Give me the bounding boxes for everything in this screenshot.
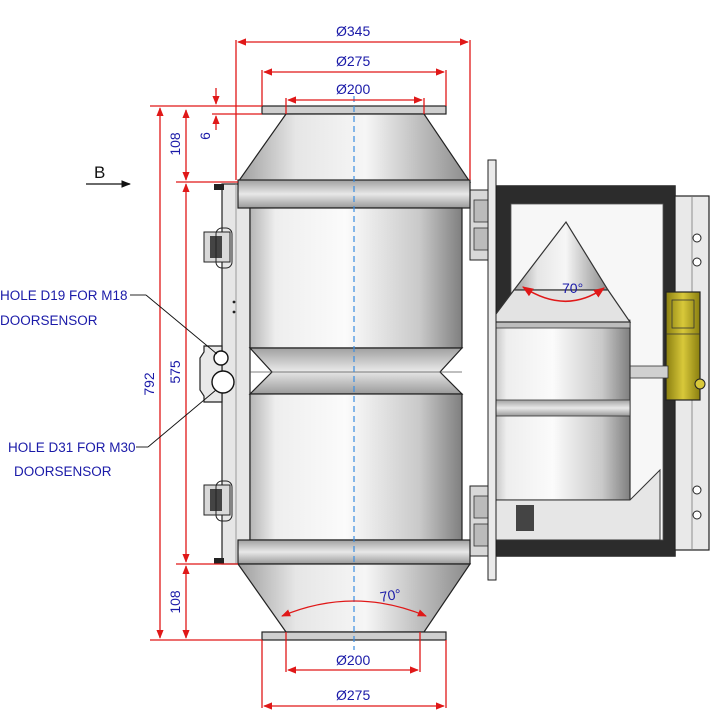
- dim-bottom-middle: Ø275: [336, 687, 370, 703]
- hole-d19-label-line2: DOORSENSOR: [0, 313, 98, 328]
- dimension-lines: [150, 38, 471, 710]
- view-b-arrow: B: [86, 163, 131, 188]
- cone-angle-arc-side: [522, 286, 605, 303]
- hole-annotations: HOLE D19 FOR M18 DOORSENSOR HOLE D31 FOR…: [0, 288, 218, 479]
- view-b-label: B: [94, 163, 105, 182]
- dim-top-inner: Ø200: [336, 81, 370, 97]
- cone-angle-side-label: 70°: [562, 280, 583, 296]
- dim-total-height: 792: [141, 372, 157, 396]
- left-frame: [199, 183, 251, 565]
- dim-top-middle: Ø275: [336, 53, 370, 69]
- hole-d19: [213, 350, 229, 366]
- hole-d19-label-line1: HOLE D19 FOR M18: [0, 288, 128, 303]
- dim-body-height: 575: [167, 360, 183, 384]
- dim-bottom-inner: Ø200: [336, 652, 370, 668]
- hole-d31-label-line2: DOORSENSOR: [14, 464, 112, 479]
- hole-d31: [211, 370, 235, 394]
- dim-bottom-cone-height: 108: [167, 590, 183, 614]
- cone-angle-bottom-label: 70°: [379, 586, 403, 605]
- main-vessel: [236, 96, 472, 650]
- body-hinges: [469, 159, 497, 581]
- dim-top-outer: Ø345: [336, 23, 370, 39]
- hole-d31-label-line1: HOLE D31 FOR M30: [8, 440, 136, 455]
- dim-top-cone-height: 108: [167, 132, 183, 156]
- dim-flange-thickness: 6: [197, 132, 213, 140]
- door-assembly: 70°: [488, 185, 710, 557]
